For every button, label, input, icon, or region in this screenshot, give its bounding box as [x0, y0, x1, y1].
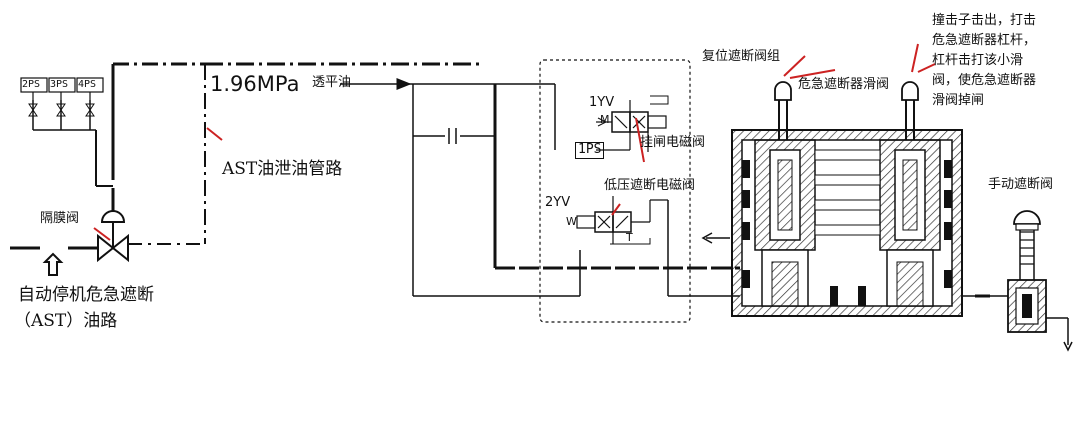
trip-solenoid-valve — [596, 95, 669, 163]
pressure-switch-3ps-label: 3PS — [50, 79, 69, 90]
ast-oil-line — [10, 243, 205, 250]
pressure-switch-manifold — [20, 77, 104, 131]
pressure-label: 1.96MPa — [210, 72, 300, 96]
letter-w-label: W — [566, 215, 577, 228]
note-line-5: 滑阀掉闸 — [932, 93, 985, 108]
yv1-label: 1YV — [589, 95, 615, 110]
yv2-label: 2YV — [545, 195, 571, 210]
ast-vertical-line — [95, 64, 115, 211]
note-line-2: 危急遮断器杠杆， — [932, 33, 1037, 48]
diaphragm-valve-symbol — [93, 210, 129, 263]
slide-valve-stems — [774, 43, 936, 140]
input-arrow-icon — [42, 252, 64, 276]
ast-oil-line-label-1: 自动停机危急遮断 — [18, 285, 154, 305]
reset-group-label: 复位遮断阀组 — [702, 49, 781, 64]
manual-trip-valve — [1007, 210, 1073, 352]
low-pressure-solenoid-label: 低压遮断电磁阀 — [604, 178, 696, 193]
note-line-4: 阀，使危急遮断器 — [932, 73, 1037, 88]
letter-m-label: M — [600, 113, 610, 126]
ps1-label: 1PS — [575, 142, 605, 159]
note-line-3: 杠杆击打该小滑 — [932, 53, 1024, 68]
ast-oil-line-label-2: （AST）油路 — [14, 311, 118, 331]
oil-leak-pipe-label: AST油泄油管路 — [222, 159, 343, 179]
balance-oil-label: 透平油 — [312, 75, 352, 90]
emergency-slide-valve-label: 危急遮断器滑阀 — [798, 77, 890, 92]
manual-trip-valve-label: 手动遮断阀 — [988, 177, 1054, 192]
pressure-switch-4ps-label: 4PS — [78, 79, 97, 90]
emergency-trip-block — [731, 129, 963, 317]
pressure-switch-2ps-label: 2PS — [22, 79, 41, 90]
return-arrow-icon — [701, 232, 730, 244]
ast-top-line — [113, 62, 480, 244]
note-line-1: 撞击子击出，打击 — [932, 13, 1037, 28]
diaphragm-valve-label: 隔膜阀 — [40, 211, 80, 226]
trip-solenoid-label: 挂闸电磁阀 — [640, 135, 706, 150]
low-pressure-solenoid-valve — [576, 196, 740, 297]
letter-t-label: T — [626, 231, 633, 244]
balance-oil-line — [340, 78, 740, 297]
